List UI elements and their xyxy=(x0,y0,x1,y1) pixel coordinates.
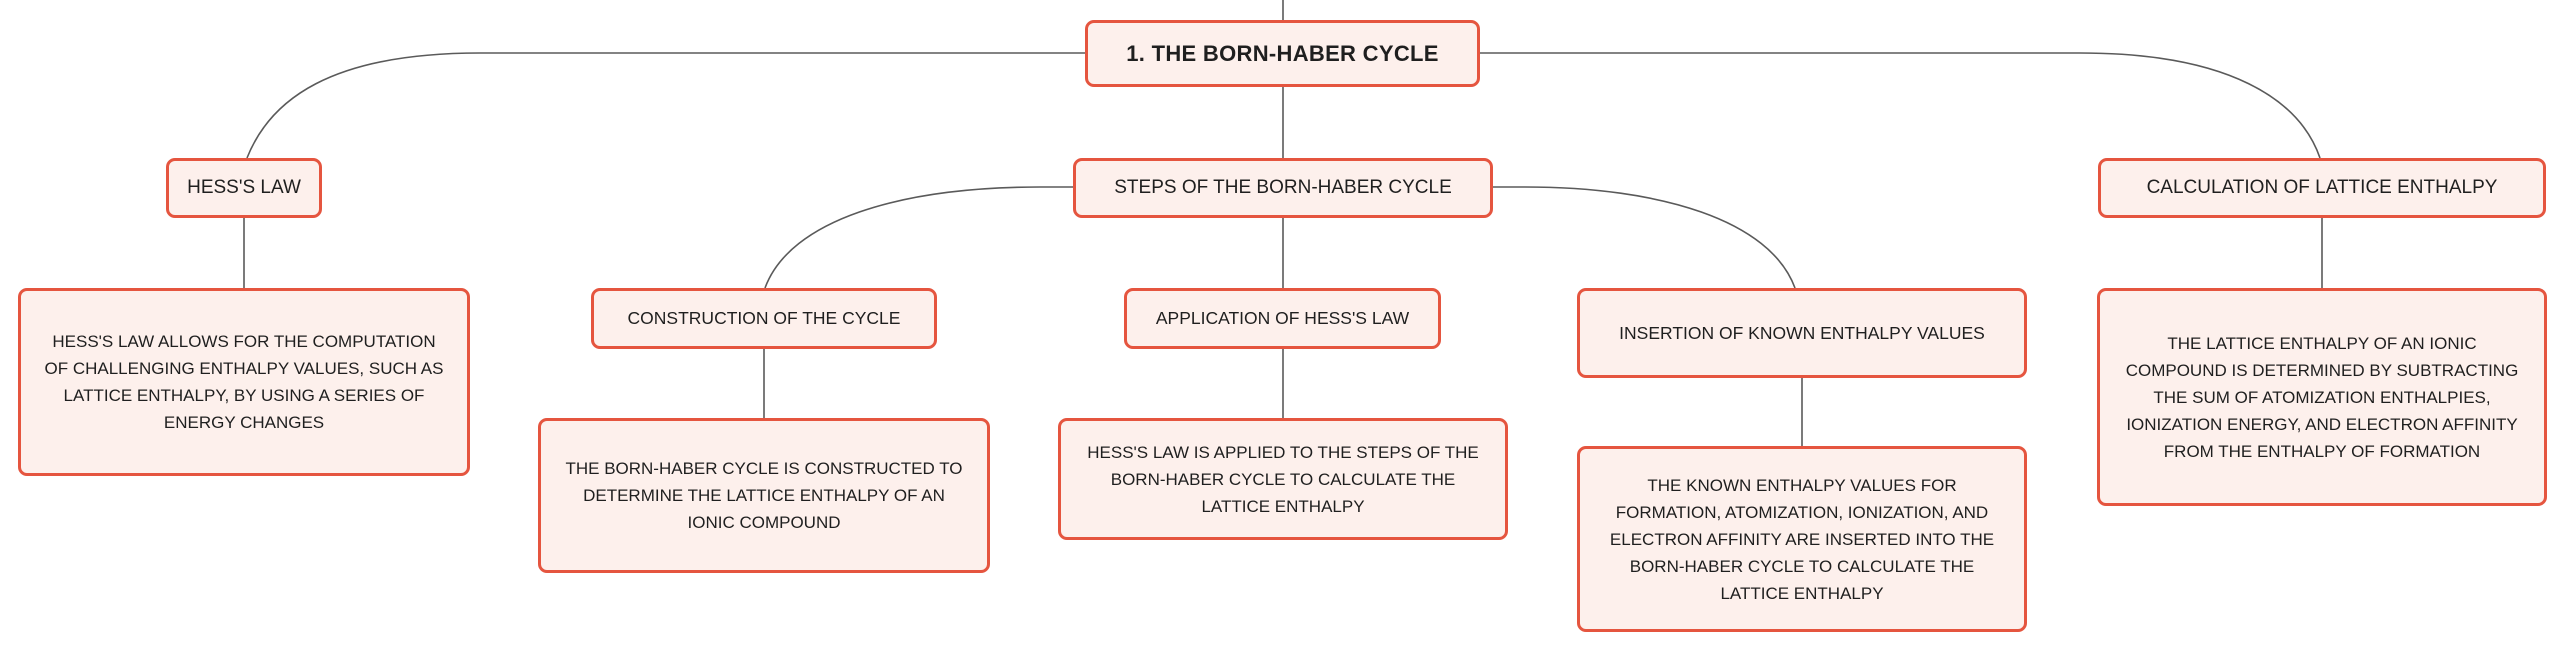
detail-lattice-enthalpy[interactable]: THE LATTICE ENTHALPY OF AN IONIC COMPOUN… xyxy=(2097,288,2547,506)
connector-root-lattice xyxy=(1480,52,2321,159)
topic-lattice-enthalpy-label: CALCULATION OF LATTICE ENTHALPY xyxy=(2146,177,2498,198)
connector-steps-construction xyxy=(764,186,1073,289)
topic-hess-law[interactable]: HESS'S LAW xyxy=(166,158,322,218)
subtopic-construction-label: CONSTRUCTION OF THE CYCLE xyxy=(627,308,901,328)
detail-application-text: HESS'S LAW IS APPLIED TO THE STEPS OF TH… xyxy=(1087,442,1479,516)
topic-steps[interactable]: STEPS OF THE BORN-HABER CYCLE xyxy=(1073,158,1493,218)
subtopic-insertion[interactable]: INSERTION OF KNOWN ENTHALPY VALUES xyxy=(1577,288,2027,378)
detail-construction[interactable]: THE BORN-HABER CYCLE IS CONSTRUCTED TO D… xyxy=(538,418,990,573)
topic-hess-law-label: HESS'S LAW xyxy=(187,177,301,198)
subtopic-insertion-label: INSERTION OF KNOWN ENTHALPY VALUES xyxy=(1619,322,1985,343)
topic-lattice-enthalpy[interactable]: CALCULATION OF LATTICE ENTHALPY xyxy=(2098,158,2546,218)
detail-lattice-enthalpy-text: THE LATTICE ENTHALPY OF AN IONIC COMPOUN… xyxy=(2125,333,2519,461)
detail-construction-text: THE BORN-HABER CYCLE IS CONSTRUCTED TO D… xyxy=(565,459,963,532)
subtopic-application-label: APPLICATION OF HESS'S LAW xyxy=(1155,308,1410,328)
detail-hess-law[interactable]: HESS'S LAW ALLOWS FOR THE COMPUTATION OF… xyxy=(18,288,470,476)
detail-application[interactable]: HESS'S LAW IS APPLIED TO THE STEPS OF TH… xyxy=(1058,418,1508,540)
topic-steps-label: STEPS OF THE BORN-HABER CYCLE xyxy=(1114,177,1452,198)
connector-root-hess xyxy=(246,52,1085,159)
subtopic-application[interactable]: APPLICATION OF HESS'S LAW xyxy=(1124,288,1441,349)
root-node[interactable]: 1. THE BORN-HABER CYCLE xyxy=(1085,20,1480,87)
connector-steps-insertion xyxy=(1493,186,1796,289)
root-label: 1. THE BORN-HABER CYCLE xyxy=(1126,40,1439,66)
detail-insertion[interactable]: THE KNOWN ENTHALPY VALUES FOR FORMATION,… xyxy=(1577,446,2027,632)
detail-hess-law-text: HESS'S LAW ALLOWS FOR THE COMPUTATION OF… xyxy=(44,332,444,432)
detail-insertion-text: THE KNOWN ENTHALPY VALUES FOR FORMATION,… xyxy=(1609,475,1995,603)
subtopic-construction[interactable]: CONSTRUCTION OF THE CYCLE xyxy=(591,288,937,349)
